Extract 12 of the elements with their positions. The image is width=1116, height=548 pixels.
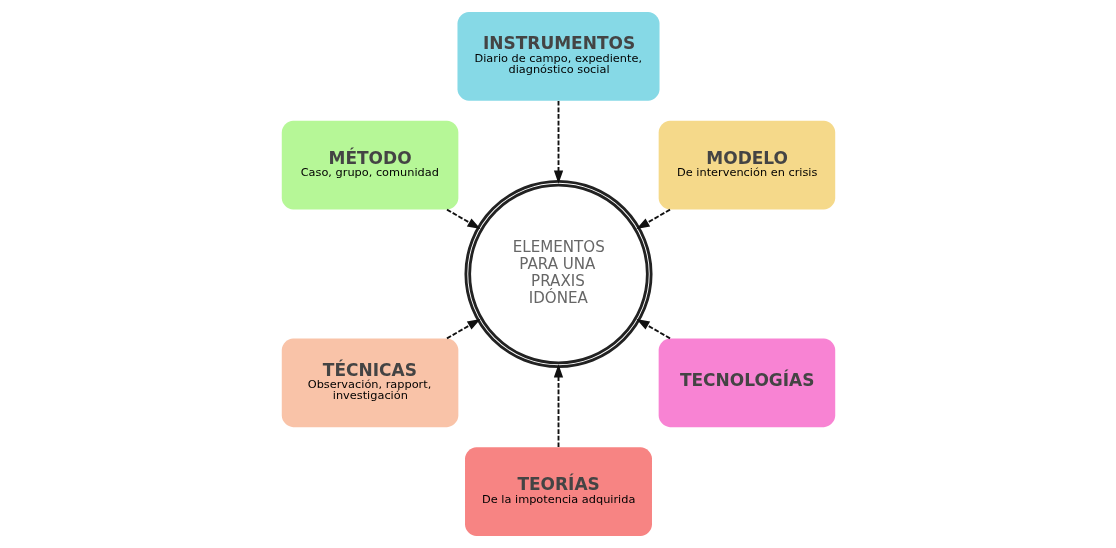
arrow [445, 318, 481, 340]
arrow [445, 208, 481, 230]
arrow [553, 364, 563, 448]
arrow [635, 208, 671, 230]
node-box: TEORÍAS De la impotencia adquirida [464, 447, 652, 536]
arrow [635, 318, 671, 340]
arrow [553, 100, 563, 184]
node-box: MODELO De intervención en crisis [658, 120, 835, 210]
node-box: TECNOLOGÍAS [658, 338, 835, 428]
node-box: INSTRUMENTOS Diario de campo, expediente, diagnóstico social [456, 12, 660, 101]
node-box: TÉCNICAS Observación, rapport, investigación [281, 338, 458, 428]
node-box: MÉTODO Caso, grupo, comunidad [281, 120, 458, 210]
